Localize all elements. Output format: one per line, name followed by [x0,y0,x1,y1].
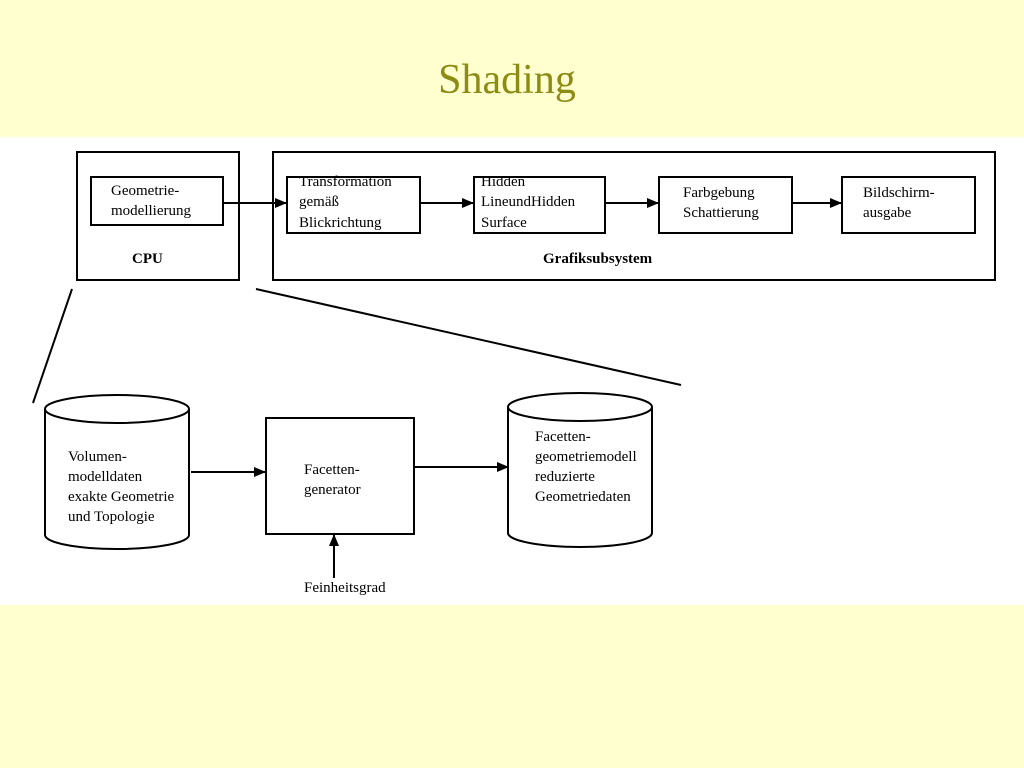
hidden-surface-box [473,176,606,234]
zoom-line-right [255,288,682,386]
facettenmodell-line3: reduzierte [535,469,595,485]
facettenmodell-line4: Geometriedaten [535,489,631,505]
diagram-connectors [32,198,842,578]
transformation-line1: Transformation [299,174,392,190]
hidden-surface-line2: LineundHidden [481,194,576,210]
cpu-label: CPU [132,251,163,267]
bildschirmausgabe-line2: ausgabe [863,205,912,221]
geometriemodellierung-line2: modellierung [111,203,191,219]
facettenmodell-line1: Facetten- [535,429,591,445]
farbgebung-box [658,176,793,234]
grafiksubsystem-frame [272,151,996,281]
slide-title: Shading [438,57,576,103]
zoom-line-left [32,288,73,404]
diagram-panel: Geometrie- modellierung CPU Transformati… [0,137,1024,605]
transformation-box [286,176,421,234]
transformation-line3: Blickrichtung [299,215,382,231]
geometriemodellierung-line1: Geometrie- [111,183,180,199]
feinheitsgrad-label: Feinheitsgrad [304,580,386,596]
volumen-line1: Volumen- [68,449,127,465]
volumen-line4: und Topologie [68,509,155,525]
volumen-cylinder [44,394,190,550]
farbgebung-line2: Schattierung [683,205,759,221]
facettengenerator-line1: Facetten- [304,462,360,478]
cpu-frame [76,151,240,281]
volumen-line3: exakte Geometrie [68,489,175,505]
transformation-line2: gemäß [299,194,339,210]
facettengenerator-box [265,417,415,535]
geometriemodellierung-box [90,176,224,226]
farbgebung-line1: Farbgebung [683,185,755,201]
facettenmodell-line2: geometriemodell [535,449,637,465]
hidden-surface-line3: Surface [481,215,527,231]
facettenmodell-cylinder [507,392,653,548]
volumen-line2: modelldaten [68,469,143,485]
facettengenerator-line2: generator [304,482,361,498]
bildschirmausgabe-box [841,176,976,234]
bildschirmausgabe-line1: Bildschirm- [863,185,935,201]
hidden-surface-line1: Hidden [481,174,526,190]
grafiksubsystem-label: Grafiksubsystem [543,251,653,267]
